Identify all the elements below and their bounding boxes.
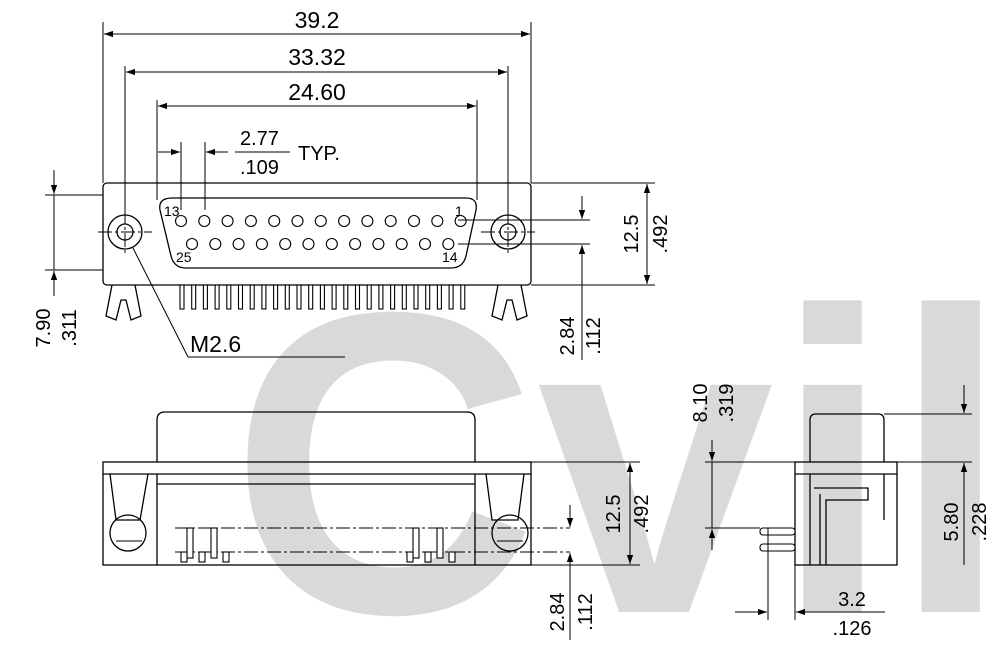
solder-tail bbox=[425, 284, 431, 310]
solder-tail bbox=[401, 284, 407, 310]
solder-tail bbox=[331, 284, 337, 310]
pin-top-4 bbox=[244, 214, 257, 228]
bottom-shell bbox=[156, 411, 476, 462]
pin-bottom-5 bbox=[279, 237, 292, 251]
dim-row-offset-mm: 2.84 bbox=[557, 317, 579, 356]
pin-top-13 bbox=[454, 214, 467, 228]
dim-shell-height-mm: 8.10 bbox=[690, 384, 712, 423]
solder-tail bbox=[179, 284, 185, 310]
dim-pin-length-mm: 3.2 bbox=[838, 589, 866, 611]
pin-bottom-2 bbox=[209, 237, 222, 251]
dim-left-height-in: .311 bbox=[59, 309, 81, 346]
solder-tail bbox=[448, 284, 454, 310]
dim-bottom-height-mm: 12.5 bbox=[603, 495, 625, 534]
dim-pin-length-in: .126 bbox=[833, 618, 872, 640]
solder-tail bbox=[319, 284, 325, 310]
pin-bottom-8 bbox=[349, 237, 362, 251]
pin-top-12 bbox=[431, 214, 444, 228]
solder-tail bbox=[378, 284, 384, 310]
solder-tail bbox=[343, 284, 349, 310]
pin-top-3 bbox=[221, 214, 234, 228]
solder-tail bbox=[261, 284, 267, 310]
dim-pin-pitch-note: TYP. bbox=[298, 143, 340, 165]
bottom-right-lock bbox=[491, 514, 529, 552]
solder-tail bbox=[366, 284, 372, 310]
dim-shell-height-in: .319 bbox=[716, 384, 738, 423]
dim-front-height-mm: 12.5 bbox=[621, 215, 643, 254]
pin-label-14: 14 bbox=[442, 249, 458, 265]
solder-tail bbox=[296, 284, 302, 310]
side-shell-top bbox=[809, 413, 885, 462]
pin-bottom-10 bbox=[395, 237, 408, 251]
screw-size-label: M2.6 bbox=[190, 331, 241, 357]
dim-left-height-mm: 7.90 bbox=[33, 309, 55, 348]
solder-tail bbox=[226, 284, 232, 310]
dim-pin-row-width: 24.60 bbox=[288, 79, 346, 105]
solder-tail bbox=[413, 284, 419, 310]
pin-bottom-12 bbox=[442, 237, 455, 251]
side-board-lock bbox=[814, 487, 869, 565]
bottom-pins bbox=[180, 527, 456, 563]
dim-row-offset-in: .112 bbox=[583, 317, 605, 354]
pin-bottom-7 bbox=[325, 237, 338, 251]
pin-top-10 bbox=[384, 214, 397, 228]
bottom-view: 12.5 .492 2.84 .112 bbox=[102, 411, 653, 640]
pin-bottom-9 bbox=[372, 237, 385, 251]
pin-label-13: 13 bbox=[164, 203, 180, 219]
front-view: 13 1 25 14 39.2 33.32 24.60 2.77 .109 TY… bbox=[33, 7, 672, 360]
dim-pin-pitch-mm: 2.77 bbox=[240, 128, 279, 150]
dim-pin-pitch-in: .109 bbox=[240, 157, 279, 179]
solder-tails bbox=[179, 284, 466, 310]
pin-row-bottom bbox=[185, 237, 455, 251]
left-board-lock bbox=[105, 284, 142, 321]
side-pin-bottom bbox=[759, 543, 796, 552]
solder-tail bbox=[249, 284, 255, 310]
solder-tail bbox=[237, 284, 244, 310]
pin-bottom-11 bbox=[418, 237, 432, 251]
solder-tail bbox=[273, 284, 279, 310]
right-board-lock bbox=[491, 284, 528, 321]
dim-body-height-in: .228 bbox=[969, 503, 991, 542]
pin-bottom-4 bbox=[255, 237, 268, 251]
dim-bottom-offset-in: .112 bbox=[575, 593, 597, 630]
solder-tail bbox=[191, 284, 197, 310]
dim-front-height-in: .492 bbox=[650, 215, 672, 254]
solder-tail bbox=[354, 284, 361, 310]
dim-body-height-mm: 5.80 bbox=[941, 503, 963, 542]
dim-overall-width: 39.2 bbox=[295, 7, 340, 33]
pin-top-1 bbox=[174, 214, 188, 228]
solder-tail bbox=[214, 284, 220, 310]
side-pin-top bbox=[759, 527, 796, 536]
bottom-flange bbox=[102, 461, 532, 566]
solder-tail bbox=[436, 284, 442, 310]
pin-top-5 bbox=[268, 214, 281, 228]
pin-top-6 bbox=[291, 214, 304, 228]
pin-top-2 bbox=[198, 214, 211, 228]
pin-bottom-1 bbox=[185, 237, 199, 251]
solder-tail bbox=[460, 284, 466, 310]
pin-top-7 bbox=[314, 214, 327, 228]
pin-top-8 bbox=[338, 214, 351, 228]
solder-tail bbox=[284, 284, 290, 310]
solder-tail bbox=[202, 284, 208, 310]
solder-tail bbox=[390, 284, 396, 310]
solder-tail bbox=[308, 284, 314, 310]
pin-label-1: 1 bbox=[455, 203, 463, 219]
dim-bottom-offset-mm: 2.84 bbox=[547, 593, 569, 632]
pin-label-25: 25 bbox=[176, 249, 192, 265]
dim-mounting-hole-spacing: 33.32 bbox=[288, 44, 346, 70]
side-view: 3.2 .126 8.10 .319 5.80 .228 bbox=[690, 384, 991, 640]
side-body bbox=[794, 461, 898, 566]
pin-bottom-6 bbox=[302, 237, 315, 251]
pin-bottom-3 bbox=[232, 237, 245, 251]
pin-top-11 bbox=[407, 214, 421, 228]
front-d-shell bbox=[159, 197, 477, 269]
bottom-left-lock bbox=[109, 514, 147, 552]
pin-row-top bbox=[174, 214, 467, 228]
dim-bottom-height-in: .492 bbox=[631, 495, 653, 534]
pin-top-9 bbox=[361, 214, 374, 228]
front-flange bbox=[102, 182, 532, 286]
